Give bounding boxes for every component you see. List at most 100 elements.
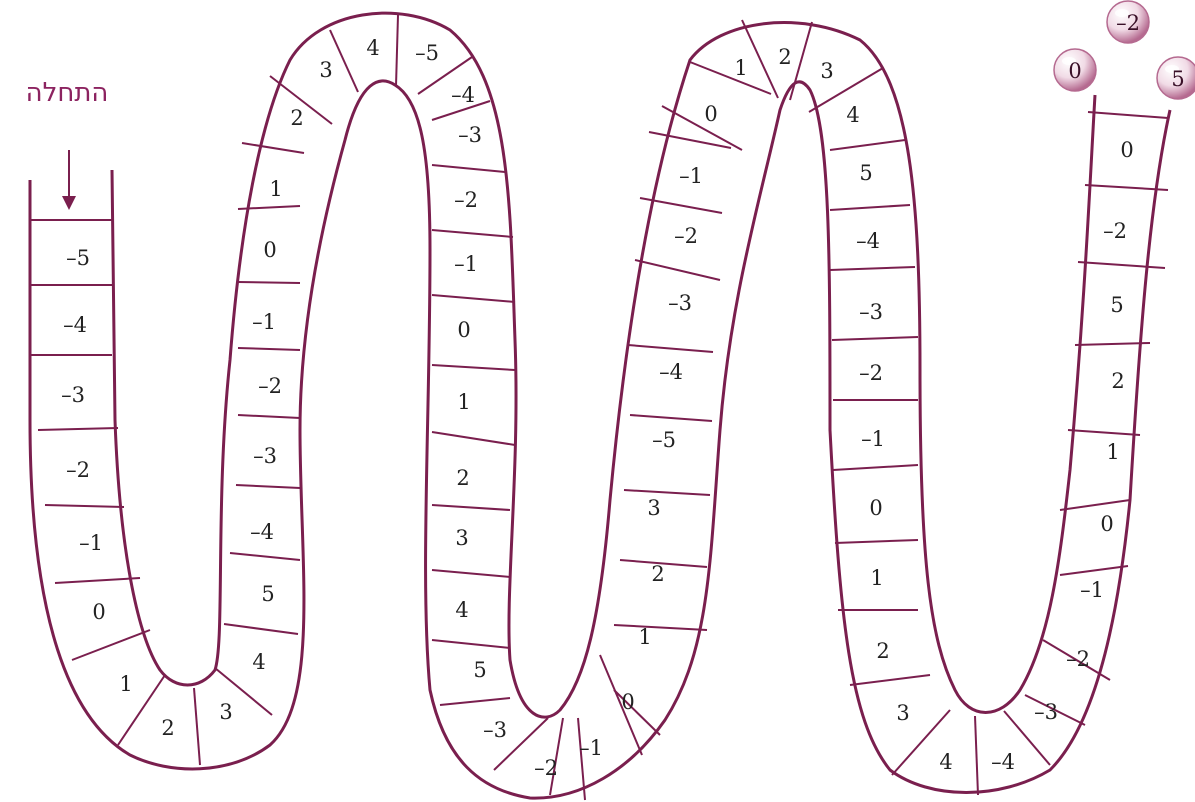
- cell-divider: [432, 230, 513, 237]
- board-cell-value: –1: [1080, 578, 1104, 602]
- board-cell-value: –4: [991, 750, 1015, 774]
- board-cell-value: –1: [252, 310, 276, 334]
- cell-divider: [830, 205, 910, 210]
- path-edge-outer: [30, 81, 1170, 798]
- board-cell-value: 0: [704, 102, 717, 126]
- board-cell-value: –3: [253, 444, 277, 468]
- cell-divider: [194, 688, 200, 765]
- board-cell-value: 2: [1111, 369, 1124, 393]
- board-cell-value: –2: [1103, 219, 1127, 243]
- board-cell-value: –1: [454, 252, 478, 276]
- cell-divider: [832, 337, 918, 340]
- cell-divider: [635, 260, 720, 280]
- cell-divider: [649, 132, 731, 148]
- board-cell-value: 4: [455, 598, 468, 622]
- board-cell-value: –1: [579, 736, 603, 760]
- cell-divider: [38, 428, 118, 430]
- board-cell-value: 1: [734, 56, 747, 80]
- board-cell-value: 0: [869, 496, 882, 520]
- board-cell-value: 2: [778, 45, 791, 69]
- board-cell-value: 3: [647, 496, 660, 520]
- path-edge-inner: [112, 13, 1095, 717]
- cell-divider: [1060, 500, 1130, 510]
- board-cell-value: –3: [859, 300, 883, 324]
- cell-divider: [242, 143, 304, 153]
- board-cell-value: 2: [876, 639, 889, 663]
- board-cell-value: –5: [652, 428, 676, 452]
- board-cell-value: 1: [457, 390, 470, 414]
- board-cell-value: 1: [870, 566, 883, 590]
- token-marble[interactable]: –2: [1107, 1, 1149, 43]
- board-cell-value: 3: [219, 700, 232, 724]
- board-cell-value: –2: [859, 361, 883, 385]
- cell-divider: [45, 505, 124, 507]
- cell-divider: [1075, 343, 1150, 345]
- board-path: –5–4–3–2–1012345–4–3–2–101234–5–4–3–2–10…: [30, 13, 1170, 800]
- cell-divider: [432, 295, 515, 302]
- board-cell-value: –3: [668, 291, 692, 315]
- cell-divider: [1088, 112, 1168, 118]
- board-cell-value: –4: [63, 313, 87, 337]
- token-marble[interactable]: 0: [1054, 49, 1096, 91]
- board-cell-value: 5: [1110, 293, 1123, 317]
- cell-divider: [662, 106, 742, 150]
- board-cell-value: 0: [457, 318, 470, 342]
- cell-divider: [850, 675, 930, 685]
- board-cell-value: –2: [66, 458, 90, 482]
- board-cell-value: 3: [319, 58, 332, 82]
- board-cell-value: –2: [534, 756, 558, 780]
- board-cell-value: 5: [859, 161, 872, 185]
- cell-divider: [690, 62, 771, 94]
- start-arrow-icon: [62, 150, 76, 210]
- board-cell-value: 0: [1100, 512, 1113, 536]
- cell-divider: [624, 490, 710, 495]
- board-cell-value: 1: [1106, 440, 1119, 464]
- cell-divider: [432, 505, 510, 510]
- board-cell-value: –2: [258, 374, 282, 398]
- board-cell-value: 5: [473, 658, 486, 682]
- cell-divider: [224, 624, 298, 634]
- board-cell-value: –4: [856, 229, 880, 253]
- cell-divider: [1068, 430, 1140, 435]
- board-cell-value: 2: [161, 716, 174, 740]
- board-cell-value: –3: [1034, 700, 1058, 724]
- board-cell-value: –4: [451, 83, 475, 107]
- board-cell-value: 4: [252, 650, 265, 674]
- board-cell-value: –5: [415, 41, 439, 65]
- board-cell-value: 2: [290, 106, 303, 130]
- board-cell-value: –4: [250, 520, 274, 544]
- board-cell-value: 1: [638, 625, 651, 649]
- board-cell-value: 0: [92, 600, 105, 624]
- cell-divider: [830, 140, 905, 150]
- token-marble[interactable]: 5: [1157, 57, 1195, 99]
- cell-divider: [238, 415, 300, 418]
- board-cell-value: 2: [651, 562, 664, 586]
- board-cell-value: –2: [1066, 647, 1090, 671]
- board-cell-value: –4: [659, 360, 683, 384]
- board-cell-value: 1: [269, 177, 282, 201]
- board-cell-value: 3: [896, 701, 909, 725]
- tokens: 0 –25: [1054, 1, 1195, 99]
- cell-divider: [55, 578, 140, 583]
- cell-divider: [628, 345, 713, 352]
- board-cell-value: –1: [679, 164, 703, 188]
- cell-divider: [238, 348, 300, 350]
- cell-divider: [432, 365, 515, 370]
- cell-divider: [1060, 566, 1128, 575]
- board-cell-value: 4: [939, 750, 952, 774]
- board-cell-value: 3: [455, 526, 468, 550]
- cell-divider: [230, 553, 300, 560]
- cell-divider: [238, 282, 300, 283]
- board-cell-value: –2: [674, 224, 698, 248]
- cell-divider: [432, 432, 515, 445]
- cell-divider: [830, 267, 915, 270]
- board-cell-value: 3: [820, 59, 833, 83]
- cell-divider: [614, 625, 707, 630]
- board-cell-value: 2: [456, 466, 469, 490]
- cell-divider: [440, 698, 510, 705]
- board-cell-value: 0: [621, 690, 634, 714]
- board-cell-value: 0: [263, 238, 276, 262]
- board-cell-value: –5: [66, 246, 90, 270]
- cell-divider: [835, 540, 918, 543]
